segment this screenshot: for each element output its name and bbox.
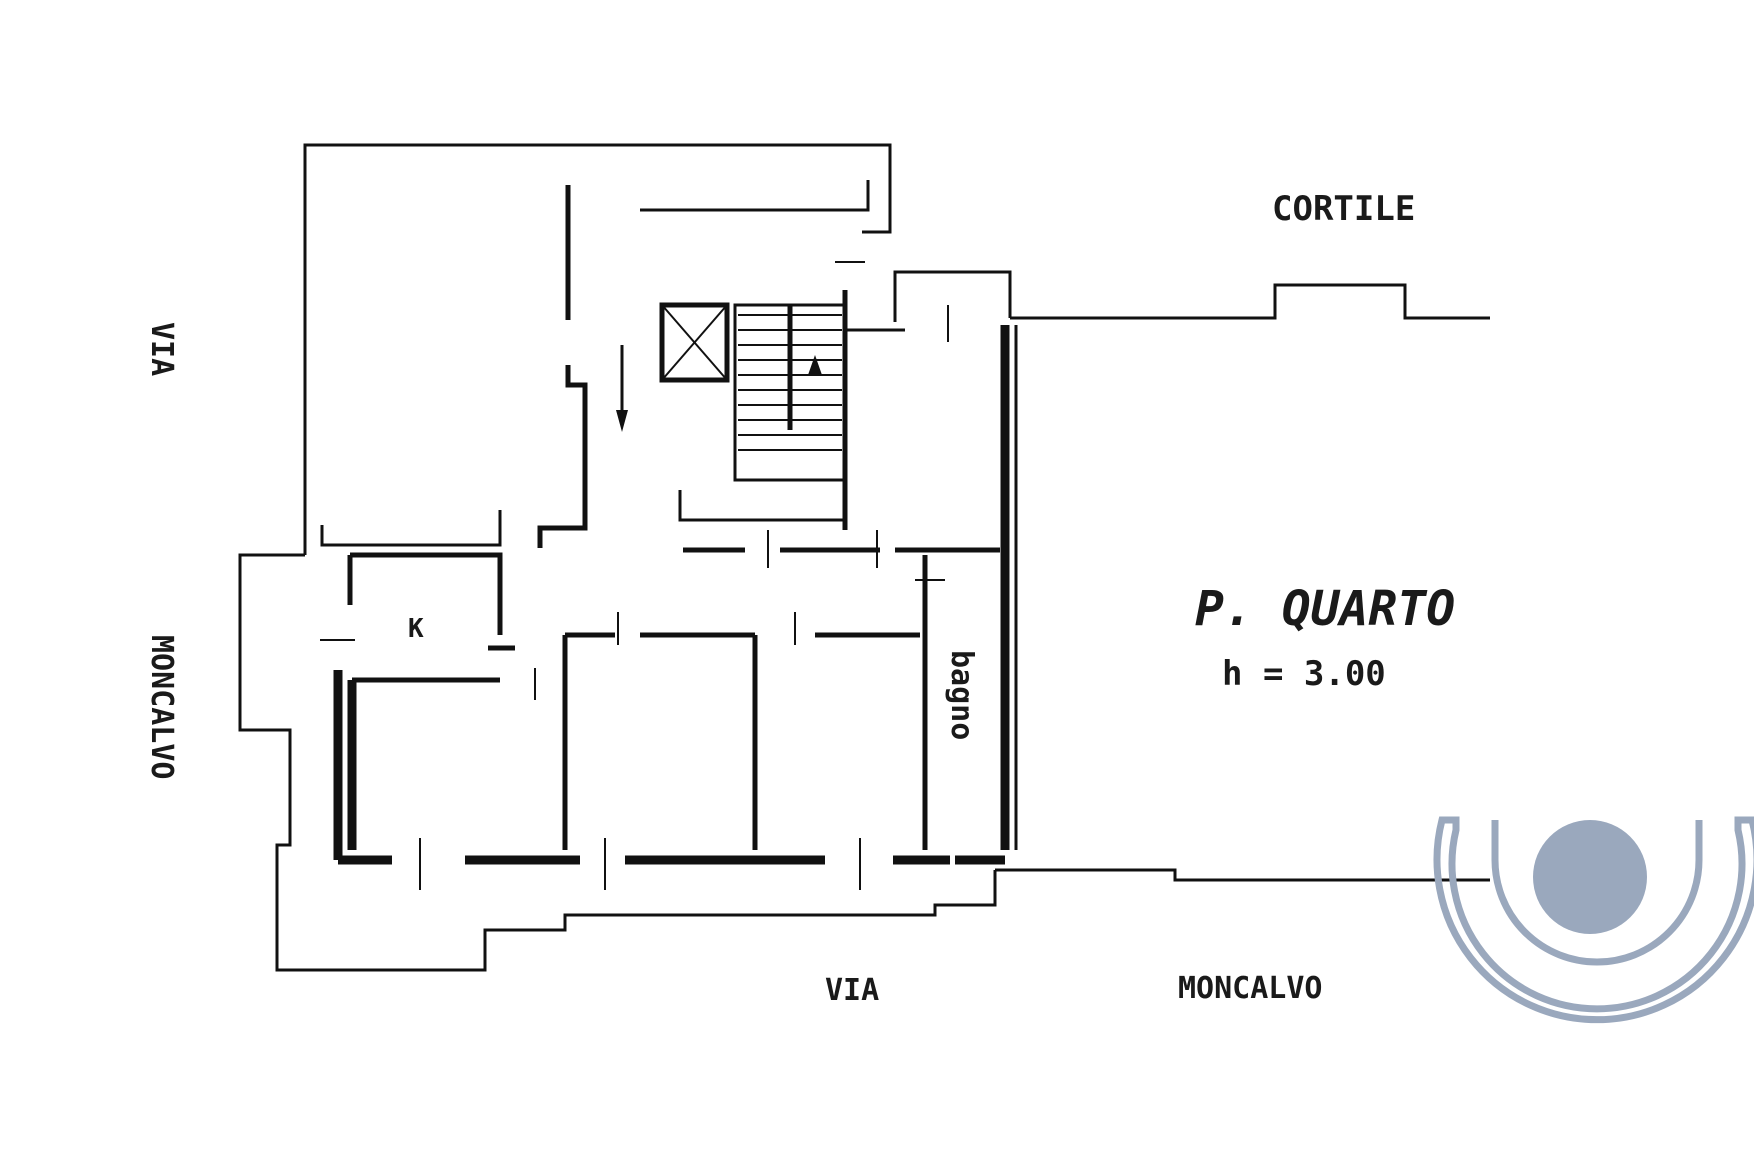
door-openings: [320, 261, 949, 890]
street-left-via: VIA: [144, 322, 179, 376]
interior-walls: [320, 180, 1018, 865]
street-left-name: MONCALVO: [144, 635, 179, 780]
street-bottom-via: VIA: [825, 973, 879, 1008]
courtyard-label: CORTILE: [1272, 189, 1415, 229]
street-bottom-name: MONCALVO: [1178, 971, 1323, 1006]
outer-perimeter: [238, 143, 1490, 972]
kitchen-label: K: [408, 614, 424, 644]
stair-treads: [738, 305, 842, 451]
height-label: h = 3.00: [1222, 654, 1386, 694]
bath-label: bagno: [944, 650, 979, 740]
agency-logo: [1433, 816, 1754, 1024]
floor-label: P. QUARTO: [1195, 581, 1455, 637]
elevator-shaft: [659, 302, 730, 383]
down-arrow-icon: [616, 345, 628, 432]
